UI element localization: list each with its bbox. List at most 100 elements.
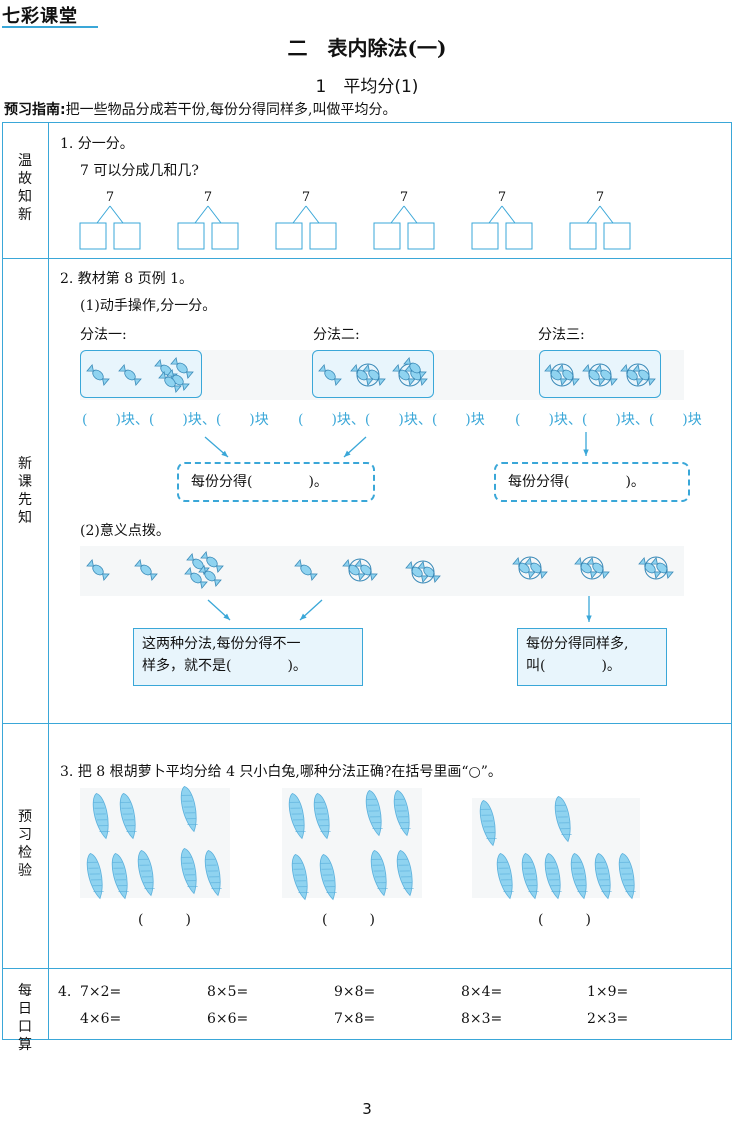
candy-icon	[200, 550, 224, 574]
oral-1-2[interactable]: 8×5=	[207, 984, 249, 1000]
row-divider-3	[2, 968, 732, 969]
note-box-left: 这两种分法,每份分得不一 样多，就不是( )。	[133, 628, 363, 686]
answer-square	[79, 222, 107, 250]
answer-blank-1[interactable]: ( )	[138, 912, 191, 928]
carrot-icon	[479, 800, 497, 847]
logo-underline	[2, 26, 98, 28]
answer-square	[603, 222, 631, 250]
chapter-title: 二 表内除法(一)	[287, 36, 447, 60]
question-1: 1. 分一分。	[60, 136, 134, 152]
tree-branch	[586, 205, 601, 224]
preview-guide: 预习指南:把一些物品分成若干份,每份分得同样多,叫做平均分。	[4, 99, 397, 119]
carrot-icon	[396, 850, 414, 897]
carrot-icon	[618, 853, 636, 900]
each-gets-box-right[interactable]: 每份分得( )。	[494, 462, 690, 502]
oral-2-1[interactable]: 4×6=	[80, 1011, 122, 1027]
step-1: (1)动手操作,分一分。	[80, 298, 217, 314]
answer-square	[505, 222, 533, 250]
candy-icon	[294, 558, 318, 582]
row-divider-1	[2, 258, 732, 259]
section-label-review: 温故知新	[18, 153, 32, 223]
candy-icon	[417, 560, 441, 584]
carrot-icon	[288, 793, 306, 840]
carrot-icon	[291, 854, 309, 901]
candy-group-ring	[644, 556, 668, 580]
carrot-icon	[180, 848, 198, 895]
arrowhead	[300, 613, 307, 620]
candy-icon	[350, 363, 374, 387]
oral-1-3[interactable]: 9×8=	[334, 984, 376, 1000]
answer-blank-2[interactable]: ( )	[322, 912, 375, 928]
candy-group-ring	[411, 560, 435, 584]
carrot-icon	[521, 853, 539, 900]
tree-branch	[194, 205, 209, 224]
carrot-icon	[92, 793, 110, 840]
carrot-icon	[594, 853, 612, 900]
tree-number-4: 7	[400, 190, 408, 205]
carrot-icon	[204, 850, 222, 897]
answer-blank-3[interactable]: ( )	[538, 912, 591, 928]
candy-icon	[620, 363, 644, 387]
candy-group-ring	[356, 363, 380, 387]
tree-number-1: 7	[106, 190, 114, 205]
lesson-title: 1 平均分(1)	[315, 77, 419, 97]
candy-icon	[512, 556, 536, 580]
oral-1-1[interactable]: 7×2=	[80, 984, 122, 1000]
method-1-label: 分法一:	[80, 327, 127, 343]
each-gets-box-left[interactable]: 每份分得( )。	[177, 462, 375, 502]
carrot-icon	[544, 853, 562, 900]
candy-icon	[86, 558, 110, 582]
method-1-fill[interactable]: ( )块、( )块、( )块	[82, 412, 269, 428]
tree-number-5: 7	[498, 190, 506, 205]
tree-branch	[403, 205, 418, 224]
oral-1-4[interactable]: 8×4=	[461, 984, 503, 1000]
candy-group-ring	[580, 556, 604, 580]
candy-group-ring	[348, 558, 372, 582]
candy-icon	[586, 556, 610, 580]
oral-2-5[interactable]: 2×3=	[587, 1011, 629, 1027]
answer-square	[177, 222, 205, 250]
answer-square	[309, 222, 337, 250]
carrot-icon	[86, 853, 104, 900]
carrot-icon	[111, 853, 129, 900]
oral-2-2[interactable]: 6×6=	[207, 1011, 249, 1027]
step-2: (2)意义点拨。	[80, 523, 170, 539]
method-2-fill[interactable]: ( )块、( )块、( )块	[298, 412, 485, 428]
method-3-label: 分法三:	[538, 327, 585, 343]
note-box-right: 每份分得同样多, 叫( )。	[517, 628, 667, 686]
candy-icon	[405, 560, 429, 584]
tree-number-3: 7	[302, 190, 310, 205]
arrowhead	[583, 449, 589, 456]
tree-number-6: 7	[596, 190, 604, 205]
answer-square	[211, 222, 239, 250]
oral-2-3[interactable]: 7×8=	[334, 1011, 376, 1027]
candy-icon	[594, 363, 618, 387]
answer-square	[373, 222, 401, 250]
candy-icon	[318, 363, 342, 387]
tree-number-2: 7	[204, 190, 212, 205]
label-column-divider	[48, 122, 49, 1040]
candy-icon	[184, 566, 208, 590]
carrot-icon	[370, 850, 388, 897]
oral-2-4[interactable]: 8×3=	[461, 1011, 503, 1027]
carrot-icon	[119, 793, 137, 840]
guide-text: 把一些物品分成若干份,每份分得同样多,叫做平均分。	[65, 102, 397, 118]
question-2: 2. 教材第 8 页例 1。	[60, 271, 193, 287]
candy-group-ring	[588, 363, 612, 387]
question-4: 4.	[58, 984, 72, 1000]
section-label-check: 预习检验	[18, 809, 32, 879]
answer-square	[113, 222, 141, 250]
section-label-oral: 每日口算	[18, 983, 32, 1053]
candy-icon	[574, 556, 598, 580]
arrowhead	[223, 613, 230, 620]
candy-icon	[403, 356, 427, 380]
candy-icon	[392, 363, 416, 387]
tree-branch	[207, 205, 222, 224]
method-3-fill[interactable]: ( )块、( )块、( )块	[515, 412, 702, 428]
carrot-icon	[319, 854, 337, 901]
carrot-icon	[496, 853, 514, 900]
candy-icon	[342, 558, 366, 582]
oral-1-5[interactable]: 1×9=	[587, 984, 629, 1000]
carrot-icon	[393, 790, 411, 837]
carrot-icon	[180, 786, 198, 833]
